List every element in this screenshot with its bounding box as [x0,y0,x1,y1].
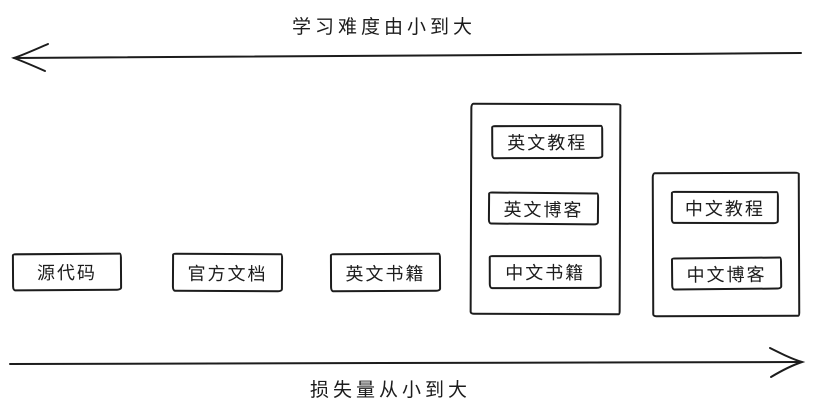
box-label: 源代码 [36,262,98,284]
bottom-axis-label: 损失量从小到大 [310,380,472,401]
box-label: 官方文档 [187,263,268,284]
box-english-books: 英文书籍 [329,252,442,293]
box-chinese-books: 中文书籍 [488,254,602,290]
box-official-docs: 官方文档 [171,252,284,293]
box-english-blogs: 英文博客 [487,191,600,226]
top-arrow-head [11,43,49,72]
box-label: 英文书籍 [345,263,426,284]
box-chinese-blogs: 中文博客 [670,256,783,291]
box-english-tutorials: 英文教程 [491,124,604,160]
box-label: 英文博客 [503,199,584,220]
group-box-chinese: 中文教程 中文博客 [651,171,801,318]
bottom-arrow-line [9,361,802,365]
top-arrow-line [13,52,802,59]
box-label: 中文博客 [686,264,767,285]
box-label: 英文教程 [507,132,588,154]
group-box-english-mix: 英文教程 英文博客 中文书籍 [469,102,622,316]
box-source-code: 源代码 [11,252,123,292]
box-label: 中文书籍 [505,262,586,284]
box-chinese-tutorials: 中文教程 [670,190,779,225]
box-label: 中文教程 [684,198,765,219]
bottom-arrow-head [769,347,806,378]
top-axis-label: 学习难度由小到大 [292,17,477,38]
